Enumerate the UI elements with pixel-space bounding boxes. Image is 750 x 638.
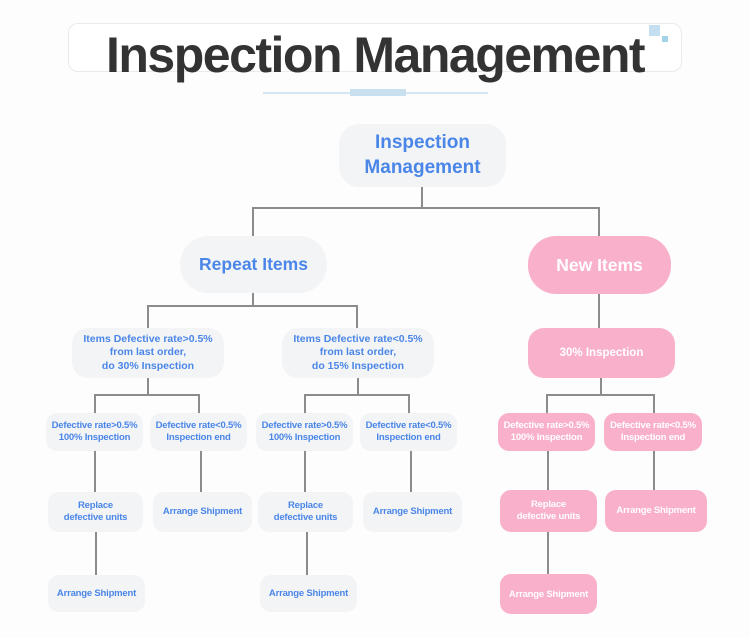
page-title: Inspection Management (105, 27, 646, 83)
node-rh-arrange-shipment: Arrange Shipment (153, 492, 252, 532)
connector-line (598, 294, 600, 328)
connector-line (94, 394, 96, 413)
node-rh-defect-low: Defective rate<0.5% Inspection end (150, 413, 247, 451)
connector-line (653, 394, 655, 413)
node-label: Arrange Shipment (372, 505, 453, 517)
node-label: Items Defective rate>0.5% (83, 332, 213, 345)
connector-line (147, 305, 149, 328)
node-label: Defective rate>0.5% (503, 419, 590, 431)
decor-square-icon (649, 25, 660, 36)
connector-line (94, 394, 200, 396)
node-label: Arrange Shipment (616, 504, 696, 516)
title-card (68, 23, 682, 72)
connector-line (198, 394, 200, 413)
node-label: Inspection (374, 132, 470, 154)
connector-line (546, 394, 654, 396)
node-label: Management (364, 156, 481, 178)
node-label: Inspection end (166, 432, 231, 443)
node-label: Defective rate>0.5% (261, 419, 348, 431)
node-label: do 15% Inspection (311, 359, 405, 372)
connector-line (421, 187, 423, 209)
connector-line (356, 305, 358, 328)
connector-line (200, 451, 202, 492)
node-label: Inspection end (376, 432, 441, 443)
node-rl-arrange-shipment: Arrange Shipment (363, 492, 462, 532)
node-new-defect-low: Defective rate<0.5% Inspection end (604, 413, 702, 451)
connector-line (252, 207, 254, 236)
node-label: defective units (273, 512, 338, 523)
node-inspection-management: Inspection Management (339, 124, 506, 187)
node-label: New Items (556, 254, 643, 275)
node-new-items: New Items (528, 236, 671, 294)
node-label: Items Defective rate<0.5% (293, 332, 423, 345)
node-repeat-defect-low-rule: Items Defective rate<0.5% from last orde… (282, 328, 434, 378)
node-label: defective units (516, 511, 581, 522)
node-label: Replace (77, 499, 114, 511)
node-new-arrange-shipment: Arrange Shipment (605, 490, 707, 532)
node-label: do 30% Inspection (101, 359, 195, 372)
connector-line (147, 305, 358, 307)
node-label: 30% Inspection (559, 347, 644, 359)
node-rh-arrange-shipment-final: Arrange Shipment (48, 575, 145, 612)
node-rl-arrange-shipment-final: Arrange Shipment (260, 575, 357, 612)
node-label: 100% Inspection (58, 432, 131, 443)
connector-line (598, 207, 600, 236)
decor-square-small-icon (662, 36, 668, 42)
node-repeat-items: Repeat Items (180, 236, 327, 293)
node-label: Replace (530, 498, 567, 510)
node-rh-replace-units: Replace defective units (48, 492, 143, 532)
connector-line (304, 394, 306, 413)
connector-line (253, 207, 600, 209)
connector-line (304, 451, 306, 492)
node-label: Arrange Shipment (508, 588, 589, 600)
connector-line (252, 293, 254, 307)
node-label: Defective rate<0.5% (365, 419, 452, 431)
connector-line (95, 532, 97, 575)
connector-line (408, 394, 410, 413)
connector-line (147, 378, 149, 395)
node-label: 100% Inspection (268, 432, 341, 443)
node-label: 100% Inspection (510, 432, 583, 443)
node-rl-replace-units: Replace defective units (258, 492, 353, 532)
node-label: Defective rate>0.5% (51, 419, 138, 431)
connector-line (653, 451, 655, 490)
node-rh-defect-high: Defective rate>0.5% 100% Inspection (46, 413, 143, 451)
node-new-replace-units: Replace defective units (500, 490, 597, 532)
connector-line (547, 532, 549, 574)
connector-line (410, 451, 412, 492)
connector-line (600, 378, 602, 395)
node-new-defect-high: Defective rate>0.5% 100% Inspection (498, 413, 595, 451)
connector-line (94, 451, 96, 492)
node-label: Defective rate<0.5% (610, 419, 696, 431)
connector-line (547, 451, 549, 490)
connector-line (357, 378, 359, 395)
node-30pct-inspection: 30% Inspection (528, 328, 675, 378)
connector-line (306, 532, 308, 575)
title-underline-accent (350, 89, 406, 96)
node-label: Defective rate<0.5% (155, 419, 242, 431)
node-label: from last order, (109, 346, 187, 359)
connector-line (546, 394, 548, 413)
node-label: Arrange Shipment (56, 588, 137, 599)
node-rl-defect-low: Defective rate<0.5% Inspection end (360, 413, 457, 451)
node-rl-defect-high: Defective rate>0.5% 100% Inspection (256, 413, 353, 451)
node-new-arrange-shipment-final: Arrange Shipment (500, 574, 597, 614)
node-label: Arrange Shipment (162, 505, 243, 517)
node-label: Replace (287, 499, 324, 511)
node-label: Repeat Items (199, 254, 308, 274)
connector-line (304, 394, 410, 396)
node-label: Arrange Shipment (268, 588, 349, 599)
node-label: from last order, (319, 346, 397, 359)
node-label: Inspection end (620, 432, 686, 443)
node-label: defective units (63, 512, 128, 523)
node-repeat-defect-high-rule: Items Defective rate>0.5% from last orde… (72, 328, 224, 378)
